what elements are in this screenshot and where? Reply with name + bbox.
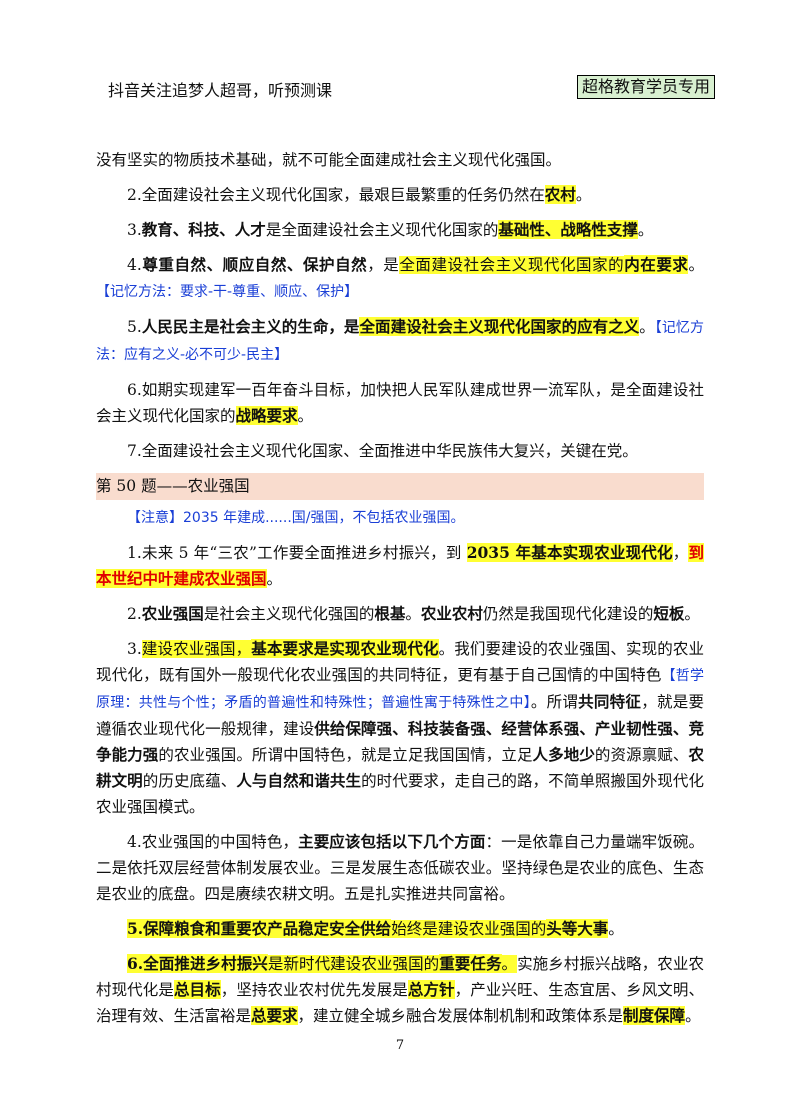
paragraph: 4.农业强国的中国特色，主要应该包括以下几个方面：一是依靠自己力量端牢饭碗。二是… bbox=[96, 832, 704, 903]
section-heading: 第 50 题——农业强国 bbox=[96, 473, 704, 500]
document-body: 没有坚实的物质技术基础，就不可能全面建成社会主义现代化强国。 2.全面建设社会主… bbox=[96, 147, 704, 1029]
paragraph: 6.如期实现建军一百年奋斗目标，加快把人民军队建成世界一流军队，是全面建设社会主… bbox=[96, 381, 704, 425]
paragraph: 2.农业强国是社会主义现代化强国的根基。农业农村仍然是我国现代化建设的短板。 bbox=[127, 604, 700, 623]
header-note: 抖音关注追梦人超哥，听预测课 bbox=[108, 81, 333, 100]
paragraph: 7.全面建设社会主义现代化国家、全面推进中华民族伟大复兴，关键在党。 bbox=[127, 442, 638, 460]
header-badge: 超格教育学员专用 bbox=[577, 75, 716, 99]
note: 【注意】2035 年建成......国/强国，不包括农业强国。 bbox=[127, 510, 465, 526]
paragraph: 6.全面推进乡村振兴是新时代建设农业强国的重要任务。实施乡村振兴战略，农业农村现… bbox=[96, 954, 704, 1025]
paragraph: 3.建设农业强国，基本要求是实现农业现代化。我们要建设的农业强国、实现的农业现代… bbox=[96, 639, 704, 816]
paragraph: 5.人民民主是社会主义的生命，是全面建设社会主义现代化国家的应有之义。【记忆方法… bbox=[96, 317, 704, 363]
paragraph: 3.教育、科技、人才是全面建设社会主义现代化国家的基础性、战略性支撑。 bbox=[127, 220, 654, 239]
paragraph: 1.未来 5 年“三农”工作要全面推进乡村振兴，到 2035 年基本实现农业现代… bbox=[96, 543, 704, 588]
paragraph: 2.全面建设社会主义现代化国家，最艰巨最繁重的任务仍然在农村。 bbox=[127, 185, 592, 204]
paragraph: 5.保障粮食和重要农产品稳定安全供给始终是建设农业强国的头等大事。 bbox=[127, 919, 624, 938]
paragraph: 4.尊重自然、顺应自然、保护自然，是全面建设社会主义现代化国家的内在要求。【记忆… bbox=[96, 255, 704, 300]
page-number: 7 bbox=[395, 1038, 405, 1053]
paragraph: 没有坚实的物质技术基础，就不可能全面建成社会主义现代化强国。 bbox=[96, 151, 562, 169]
